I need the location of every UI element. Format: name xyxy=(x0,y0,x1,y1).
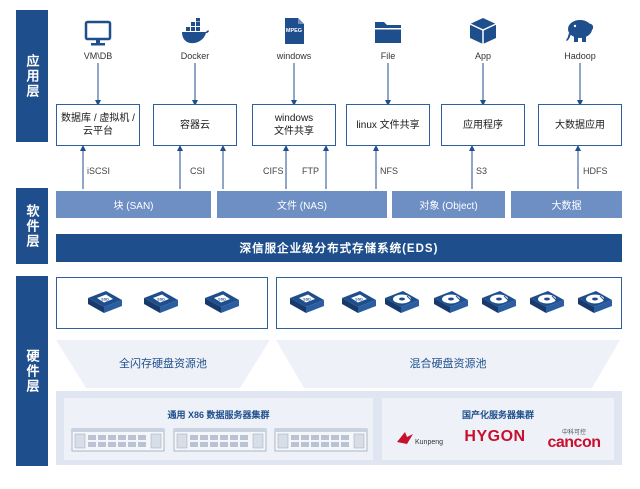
layer-label-application: 应用层 xyxy=(16,10,48,142)
top-label-vmdb: VM\DB xyxy=(83,51,113,61)
software-object: 对象 (Object) xyxy=(392,191,505,218)
top-label-hadoop: Hadoop xyxy=(564,51,596,61)
package-cube-icon xyxy=(469,18,497,44)
protocol-hdfs: HDFS xyxy=(583,166,608,176)
layer-label-software: 软件层 xyxy=(16,188,48,264)
all-flash-pool-label: 全闪存硬盘资源池 xyxy=(119,358,207,370)
cancon-logo: cancon xyxy=(547,434,601,451)
protocol-csi: CSI xyxy=(190,166,206,176)
hybrid-pool-label: 混合硬盘资源池 xyxy=(409,358,487,370)
svg-text:MPEG: MPEG xyxy=(286,28,302,34)
cancon-cn-label: 中科可控 xyxy=(561,430,586,436)
protocol-ftp: FTP xyxy=(302,166,319,176)
protocol-nfs: NFS xyxy=(380,166,398,176)
hadoop-elephant-icon xyxy=(566,20,594,42)
top-label-file: File xyxy=(380,51,396,61)
app-box-container-cloud: 容器云 xyxy=(153,104,237,146)
eds-system-bar: 深信服企业级分布式存储系统(EDS) xyxy=(56,234,622,262)
rack-server-image xyxy=(71,428,165,452)
mpeg-file-icon: MPEG xyxy=(285,18,304,44)
app-box-application: 应用程序 xyxy=(441,104,525,146)
app-box-windows-share: windows 文件共享 xyxy=(252,104,336,146)
docker-whale-icon xyxy=(182,18,209,44)
software-bigdata: 大数据 xyxy=(511,191,622,218)
software-file-nas: 文件 (NAS) xyxy=(217,191,387,218)
svg-text:Kunpeng: Kunpeng xyxy=(415,439,443,446)
kunpeng-logo-icon: Kunpeng xyxy=(397,432,443,446)
app-box-bigdata: 大数据应用 xyxy=(538,104,622,146)
top-label-docker: Docker xyxy=(180,51,210,61)
rack-server-image xyxy=(173,428,267,452)
rack-server-image xyxy=(274,428,368,452)
top-label-app: App xyxy=(474,51,491,61)
top-label-windows: windows xyxy=(276,51,312,61)
protocol-iscsi: iSCSI xyxy=(87,166,111,176)
software-block-san: 块 (SAN) xyxy=(56,191,211,218)
layer-label-hardware: 硬件层 xyxy=(16,276,48,466)
app-box-linux-share: linux 文件共享 xyxy=(346,104,430,146)
app-box-database-vm-cloud: 数据库 / 虚拟机 / 云平台 xyxy=(56,104,140,146)
domestic-server-panel xyxy=(382,398,614,460)
monitor-icon xyxy=(84,20,112,46)
protocol-cifs: CIFS xyxy=(263,166,284,176)
protocol-s3: S3 xyxy=(476,166,488,176)
hygon-logo: HYGON xyxy=(464,428,526,445)
x86-cluster-title: 通用 X86 数据服务器集群 xyxy=(167,410,270,420)
folder-icon xyxy=(375,22,401,43)
domestic-cluster-title: 国产化服务器集群 xyxy=(461,410,534,420)
